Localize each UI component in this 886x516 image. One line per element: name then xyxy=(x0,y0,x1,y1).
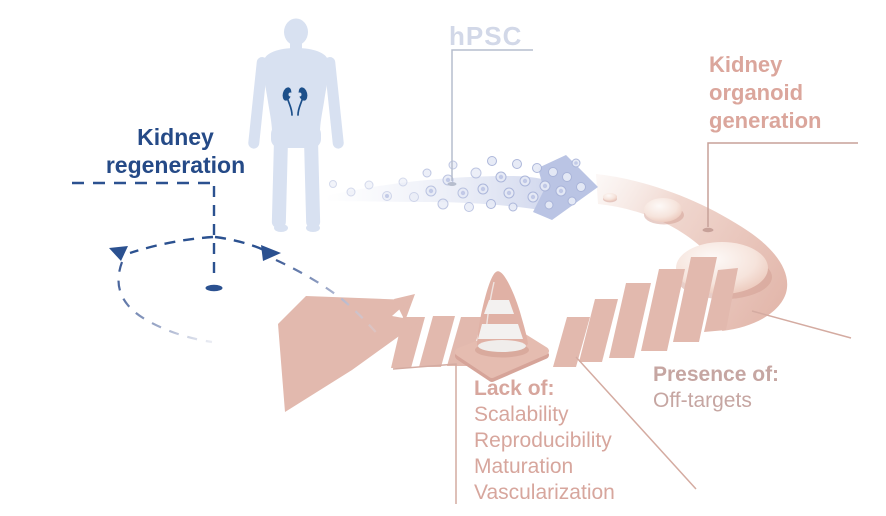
stem-cells xyxy=(329,156,586,212)
organoid-label-line2: organoid xyxy=(709,80,804,105)
stem-cell xyxy=(576,182,586,192)
stem-cell xyxy=(422,168,432,178)
hpsc-label: hPSC xyxy=(449,21,523,51)
stem-cell xyxy=(448,160,458,170)
kidneys-icon xyxy=(282,87,308,116)
return-arrowhead xyxy=(278,296,420,412)
stem-cell xyxy=(364,180,374,190)
leader-line-right xyxy=(751,310,852,339)
stem-cell xyxy=(409,192,419,202)
stem-cell xyxy=(346,187,356,197)
stem-cell xyxy=(562,172,572,182)
cell-stream-band xyxy=(325,176,553,212)
hpsc-pointer-dot xyxy=(447,182,457,186)
stem-cell xyxy=(437,198,449,210)
kidney-organoid-generation-label: Kidney organoid generation xyxy=(709,51,821,135)
human-silhouette xyxy=(248,18,344,232)
leader-line-diagonal xyxy=(575,356,697,490)
dashed-feedback-loop xyxy=(72,181,381,344)
stem-cell xyxy=(486,199,496,209)
leader-line-hpsc xyxy=(451,49,533,181)
stem-cell xyxy=(487,156,497,166)
stem-cell xyxy=(398,177,408,187)
stem-cell xyxy=(512,159,522,169)
organoid-label-line3: generation xyxy=(709,108,822,133)
kidney-regeneration-label: Kidney regeneration xyxy=(88,123,263,179)
lack-of-item: Vascularization xyxy=(474,481,615,504)
dashed-arrowhead-left xyxy=(109,246,128,261)
lack-of-item: Reproducibility xyxy=(474,429,612,452)
leader-line-organoid xyxy=(707,142,858,227)
warning-stripes xyxy=(391,257,738,368)
lack-of-label: Lack of: Scalability Reproducibility Mat… xyxy=(474,376,615,506)
lack-of-heading: Lack of: xyxy=(474,377,555,400)
stem-cell xyxy=(532,163,542,173)
organoid-dome-medium xyxy=(644,198,684,225)
stem-cell xyxy=(567,196,577,206)
dashed-arrowhead-right xyxy=(261,245,281,261)
stem-cell-arrow xyxy=(325,155,598,220)
presence-of-heading: Presence of: xyxy=(653,363,780,386)
kidney-regeneration-line2: regeneration xyxy=(105,152,246,178)
stem-cell xyxy=(544,200,554,210)
presence-of-label: Presence of: Off-targets xyxy=(653,362,779,414)
leader-line-lack-of xyxy=(392,363,457,504)
traffic-cone-icon xyxy=(455,271,549,382)
stem-cell xyxy=(508,202,518,212)
organoid-label-line1: Kidney xyxy=(709,52,783,77)
stem-cell xyxy=(329,180,337,188)
organoid-dome-small xyxy=(603,193,617,203)
organoid-pointer-dot xyxy=(702,227,714,233)
stem-cell xyxy=(548,167,558,177)
stem-cell xyxy=(470,167,482,179)
regeneration-pointer-dot xyxy=(205,284,223,292)
kidney-regeneration-line1: Kidney xyxy=(137,124,214,150)
lack-of-item: Scalability xyxy=(474,403,569,426)
lack-of-item: Maturation xyxy=(474,455,574,478)
stem-cell xyxy=(464,202,474,212)
presence-of-item: Off-targets xyxy=(653,389,752,412)
